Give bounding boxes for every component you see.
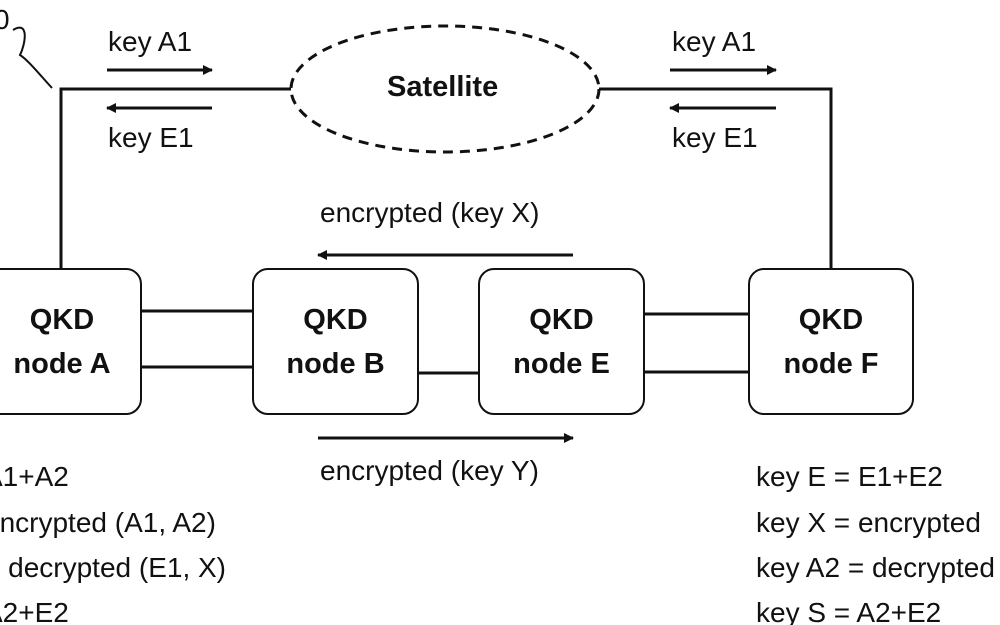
left-eq-4: A2+E2: [0, 597, 69, 625]
label-right-key-a1: key A1: [672, 26, 757, 57]
right-equations: key E = E1+E2 key X = encrypted key A2 =…: [756, 455, 1000, 625]
left-equations: A1+A2 encrypted (A1, A2) = decrypted (E1…: [0, 455, 300, 625]
left-eq-3: = decrypted (E1, X): [0, 552, 227, 583]
label-left-key-e1: key E1: [108, 122, 194, 153]
node-b-line2: node B: [286, 347, 385, 380]
qkd-node-b: QKD node B: [252, 268, 419, 415]
node-a-line2: node A: [13, 347, 111, 380]
label-right-key-e1: key E1: [672, 122, 758, 153]
node-f-line1: QKD: [798, 303, 864, 336]
right-eq-1: key E = E1+E2: [756, 461, 943, 492]
node-e-line1: QKD: [529, 303, 594, 336]
reference-pointer: [12, 26, 53, 89]
label-encrypted-key-x: encrypted (key X): [320, 197, 540, 228]
right-eq-2: key X = encrypted: [756, 507, 981, 538]
qkd-node-f: QKD node F: [748, 268, 914, 415]
left-eq-1: A1+A2: [0, 461, 69, 492]
qkd-node-a: QKD node A: [0, 268, 142, 415]
node-a-line1: QKD: [29, 303, 95, 336]
link-node-f-satellite: [599, 87, 833, 268]
label-left-key-a1: key A1: [108, 26, 193, 57]
node-b-line1: QKD: [303, 303, 368, 336]
right-eq-3: key A2 = decrypted: [756, 552, 995, 583]
node-e-line2: node E: [513, 347, 610, 380]
node-f-line2: node F: [783, 347, 879, 380]
link-node-a-satellite: [59, 87, 291, 268]
left-eq-2: encrypted (A1, A2): [0, 507, 216, 538]
qkd-node-e: QKD node E: [478, 268, 645, 415]
label-encrypted-key-y: encrypted (key Y): [320, 455, 539, 486]
satellite-label: Satellite: [387, 71, 499, 103]
right-eq-4: key S = A2+E2: [756, 597, 942, 625]
reference-numeral: 0: [0, 4, 10, 35]
